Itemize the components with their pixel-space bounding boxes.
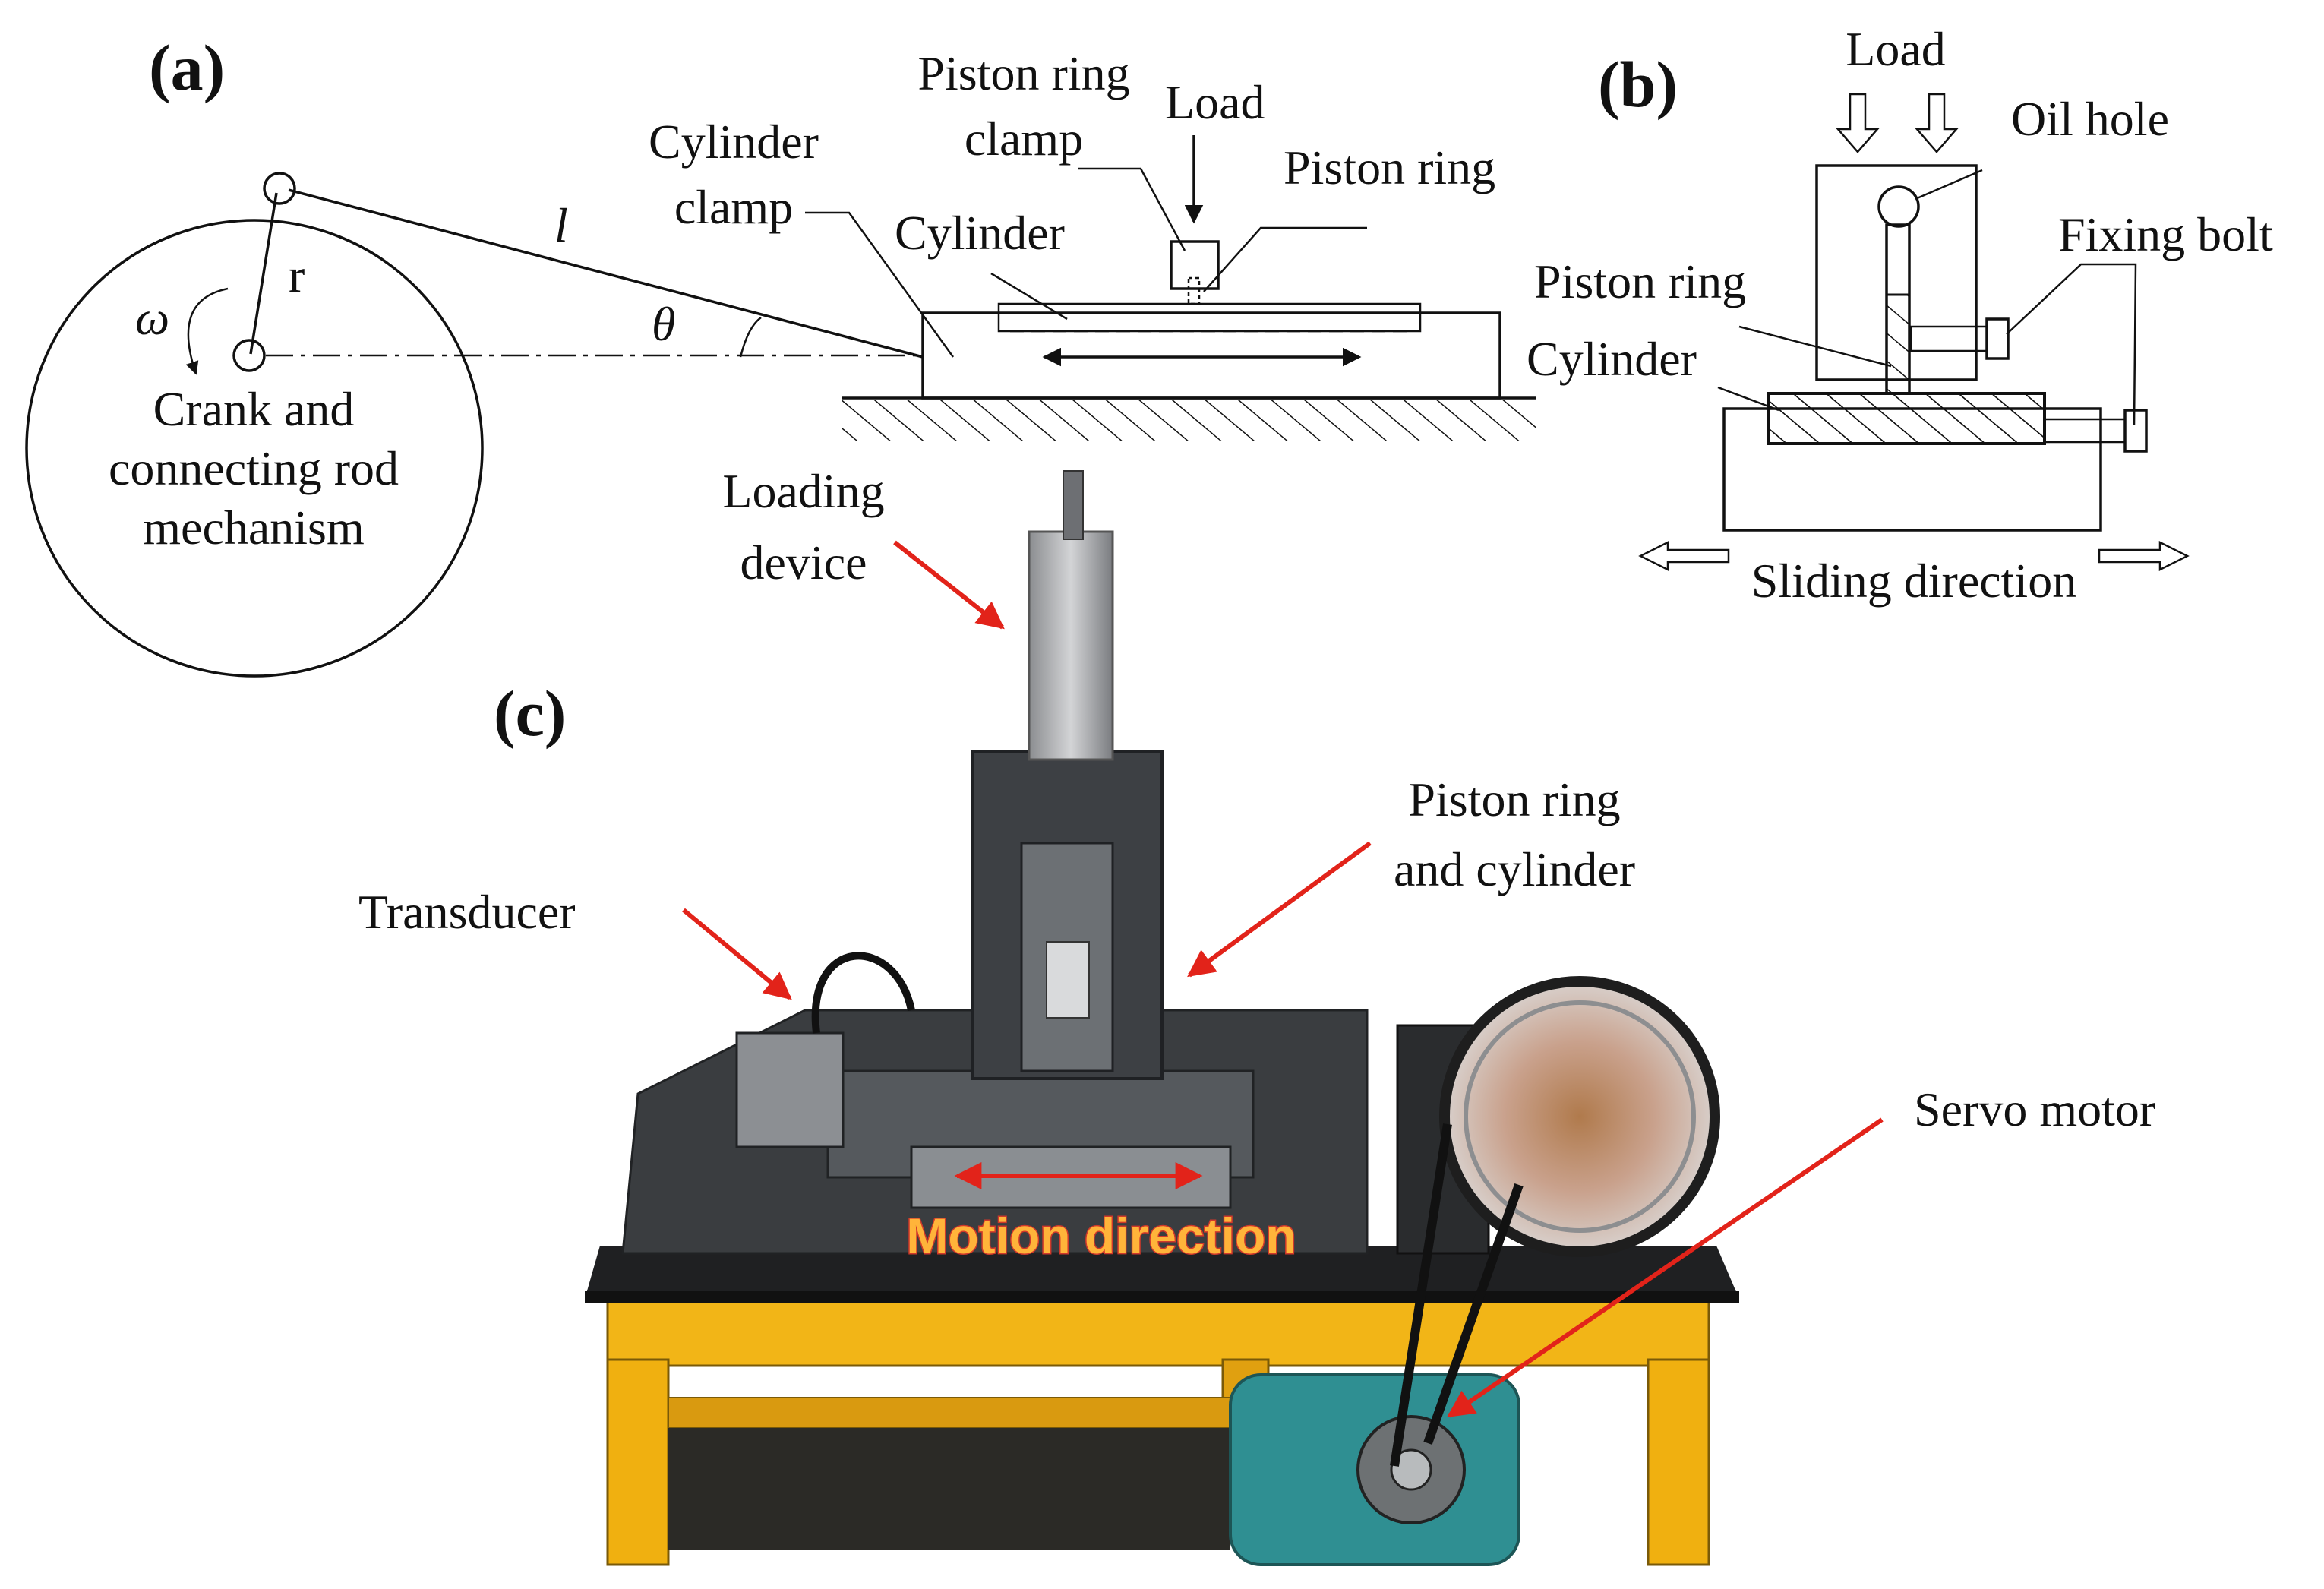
servo-motor-label: Servo motor <box>1914 1082 2155 1136</box>
panel-c: (c) <box>358 464 2155 1566</box>
tower-specimen <box>1046 941 1090 1019</box>
transducer-cable <box>811 952 915 1034</box>
cylinder-section-overlay <box>1767 392 2046 445</box>
piston-ring-section <box>1885 293 1911 395</box>
table-top <box>585 1246 1739 1299</box>
connecting-rod <box>288 188 924 359</box>
frame-leg-left <box>606 1358 670 1566</box>
crank-arm <box>249 192 278 355</box>
cylinder-liner <box>997 302 1422 333</box>
radius-symbol: r <box>289 248 305 302</box>
piston-ring-clamp-box <box>1170 240 1220 290</box>
frame-leg-right <box>1647 1358 1710 1566</box>
crank-label-line3: mechanism <box>143 501 364 554</box>
bolt-upper-head <box>1985 317 2010 360</box>
drive-belt <box>1390 1123 1524 1467</box>
test-rig-photo: Motion direction <box>585 470 1739 1566</box>
frame-lower-bar <box>668 1397 1231 1429</box>
length-symbol: l <box>554 198 568 252</box>
leader-cylinder <box>990 272 1068 321</box>
crank-pin <box>263 172 296 205</box>
wheel-disc <box>1439 976 1720 1257</box>
panel-c-label: (c) <box>494 677 566 750</box>
table-edge <box>585 1291 1739 1303</box>
rotation-arrow <box>185 287 229 375</box>
load-arrow-right <box>1915 93 1959 153</box>
leader-cylinder-clamp <box>805 211 955 358</box>
piston-ring-cylinder-label-2: and cylinder <box>1394 842 1635 896</box>
cylinder-clamp-block <box>921 311 1501 400</box>
piston-ring-label-b: Piston ring <box>1534 254 1746 308</box>
load-arrow-left <box>1836 93 1880 153</box>
cylinder-clamp-label-2: clamp <box>674 180 793 234</box>
theta-symbol: θ <box>652 297 675 351</box>
loading-device-body <box>1028 530 1114 761</box>
ground-hatch <box>842 400 1536 441</box>
panel-b-label: (b) <box>1598 48 1678 121</box>
motion-direction-label: Motion direction <box>906 1208 1296 1264</box>
frame-top-rail <box>606 1294 1710 1367</box>
transducer-label: Transducer <box>358 885 576 939</box>
frame-shadow <box>668 1428 1230 1550</box>
cylinder-label-b: Cylinder <box>1527 332 1697 386</box>
sliding-direction-label: Sliding direction <box>1751 554 2076 608</box>
servo-motor-shaft <box>1390 1448 1432 1491</box>
crank-label-line2: connecting rod <box>109 441 399 495</box>
arrow-loading-device <box>893 540 1005 630</box>
loading-device-rod <box>1063 470 1084 540</box>
sliding-arrow-left <box>1638 540 1730 572</box>
tower-window <box>1020 842 1114 1072</box>
loading-device-label-1: Loading <box>722 464 884 518</box>
bolt-lower-head <box>2123 409 2148 453</box>
piston-ring-label-a: Piston ring <box>1284 141 1495 194</box>
theta-arc <box>739 316 762 358</box>
arrow-servo-motor <box>1447 1117 1884 1418</box>
panel-a-label: (a) <box>149 31 225 104</box>
transducer-block <box>735 1031 845 1148</box>
sliding-arrow-right <box>2098 540 2190 572</box>
panel-a: (a) r ω l θ Crank and connecting rod mec… <box>25 31 1536 678</box>
piston-ring-clamp-label-2: clamp <box>965 112 1083 166</box>
omega-symbol: ω <box>135 291 169 345</box>
crank-label-line1: Crank and <box>153 382 355 436</box>
loading-device-label-2: device <box>740 535 867 589</box>
oil-hole <box>1877 185 1920 228</box>
crank-center <box>232 339 266 372</box>
panel-b: (b) Load Oil hole Fixing bolt Piston rin… <box>1527 22 2273 608</box>
piston-ring-clamp-label-1: Piston ring <box>917 46 1129 100</box>
load-label-b: Load <box>1846 22 1946 76</box>
load-label-a: Load <box>1165 75 1265 129</box>
crank-circle <box>25 219 484 678</box>
leader-piston-ring <box>1203 226 1367 292</box>
fixing-bolt-label: Fixing bolt <box>2058 207 2273 261</box>
wheel-rim <box>1464 1000 1696 1233</box>
piston-ring-cylinder-label-1: Piston ring <box>1408 772 1620 826</box>
oil-hole-label: Oil hole <box>2011 92 2169 146</box>
piston-ring-sample <box>1187 276 1201 305</box>
arrow-transducer <box>682 908 792 1000</box>
leader-cylinder-b <box>1717 386 1779 412</box>
leader-piston-ring-clamp <box>1078 167 1186 251</box>
arrow-piston-ring-cylinder <box>1187 841 1372 978</box>
cylinder-clamp-label-1: Cylinder <box>649 115 819 169</box>
bolt-lower <box>2043 418 2127 444</box>
leader-oil-hole <box>1915 169 1983 201</box>
leader-fixing-bolt <box>2006 263 2137 426</box>
leader-piston-ring-b <box>1738 325 1892 368</box>
cylinder-label-a: Cylinder <box>895 206 1065 260</box>
